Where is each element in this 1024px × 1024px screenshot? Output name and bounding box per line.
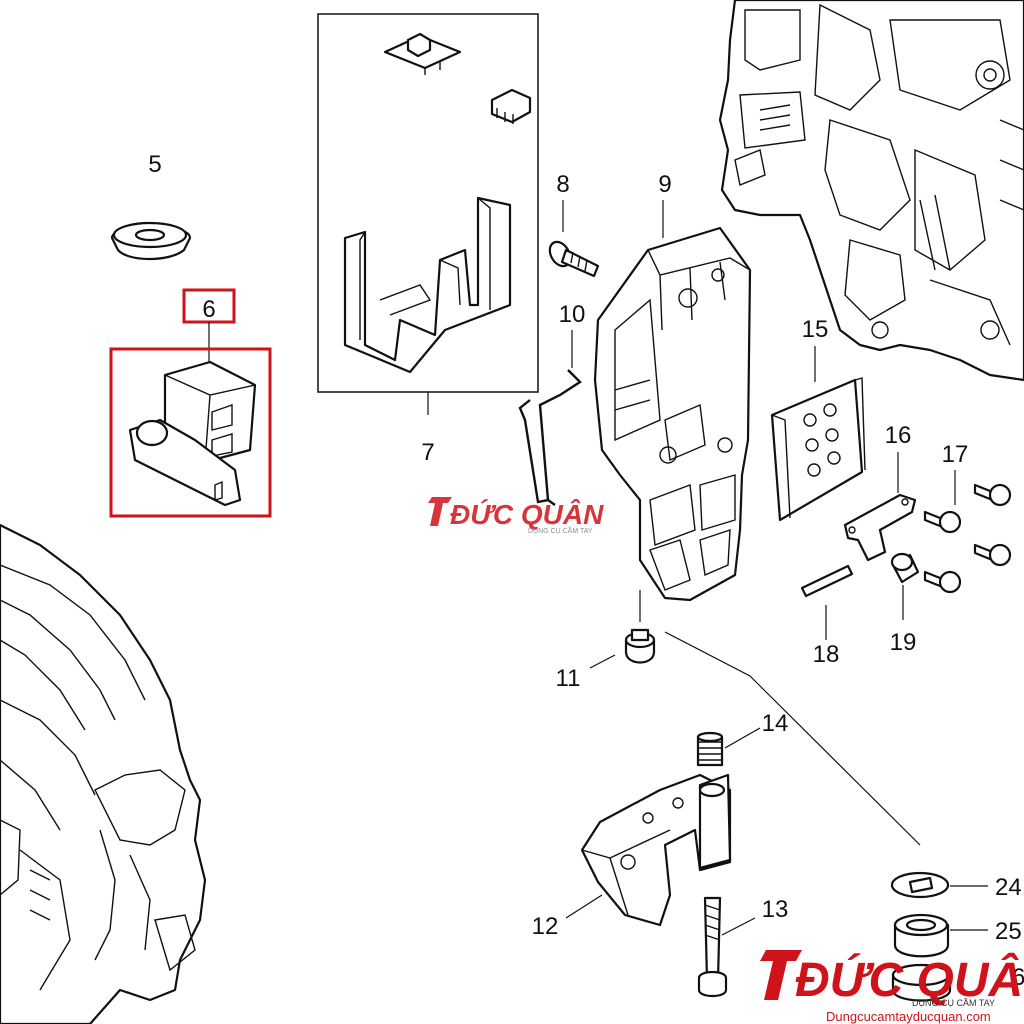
part-label-8: 8 [556,171,569,198]
part-label-11: 11 [556,665,581,692]
part-label-14: 14 [762,710,789,737]
part-6-switch [128,360,257,507]
part-label-25: 25 [995,918,1022,945]
part-8-screw [548,240,600,278]
housing-right-part [718,0,1024,382]
housing-left-part [0,523,207,1024]
part-label-15: 15 [802,316,829,343]
part-11-nut [624,628,656,664]
part-label-24: 24 [995,874,1022,901]
part-5-washer [110,221,192,260]
part-label-17: 17 [942,441,969,468]
watermark-url: Dungcucamtayducquan.com [826,1009,991,1024]
part-label-26: 6 [1012,964,1024,991]
part-9-bracket [593,226,752,602]
part-25-bushing [891,913,952,1002]
watermark-tagline: DỤNG CỤ CẦM TAY [912,998,995,1008]
part-label-5: 5 [148,151,161,178]
part-label-12: 12 [532,913,559,940]
part-10-spring-wire [518,369,582,506]
watermark-center-brand: ĐỨC QUÂN [450,499,604,530]
part-7-components [343,32,532,374]
part-label-9: 9 [658,171,671,198]
part-6-highlight-box[interactable] [109,347,272,518]
part-16-clip [843,493,917,562]
part-12-lever [580,773,732,927]
part-label-13: 13 [762,896,789,923]
part-label-10: 10 [559,301,586,328]
watermark-center-tagline: DỤNG CỤ CẦM TAY [528,525,593,535]
part-15-plate [770,377,866,522]
part-19-sleeve [890,552,920,584]
part-label-7: 7 [421,439,434,466]
part-18-pin [800,564,854,598]
part-14-spring [696,731,724,767]
part-label-6: 6 [202,296,215,323]
watermark-brand: ĐỨC QUÂN [795,952,1024,1007]
part-13-pin [697,896,728,998]
part-label-16: 16 [885,422,912,449]
part-label-18: 18 [813,641,840,668]
watermark-center: ĐỨC QUÂN DỤNG CỤ CẦM TAY [428,497,604,535]
watermark-corner: ĐỨC QUÂN DỤNG CỤ CẦM TAY Dungcucamtayduc… [760,950,1024,1024]
part-17-screws [923,483,1012,594]
part-label-19: 19 [890,629,917,656]
part-24-washer [890,871,950,899]
